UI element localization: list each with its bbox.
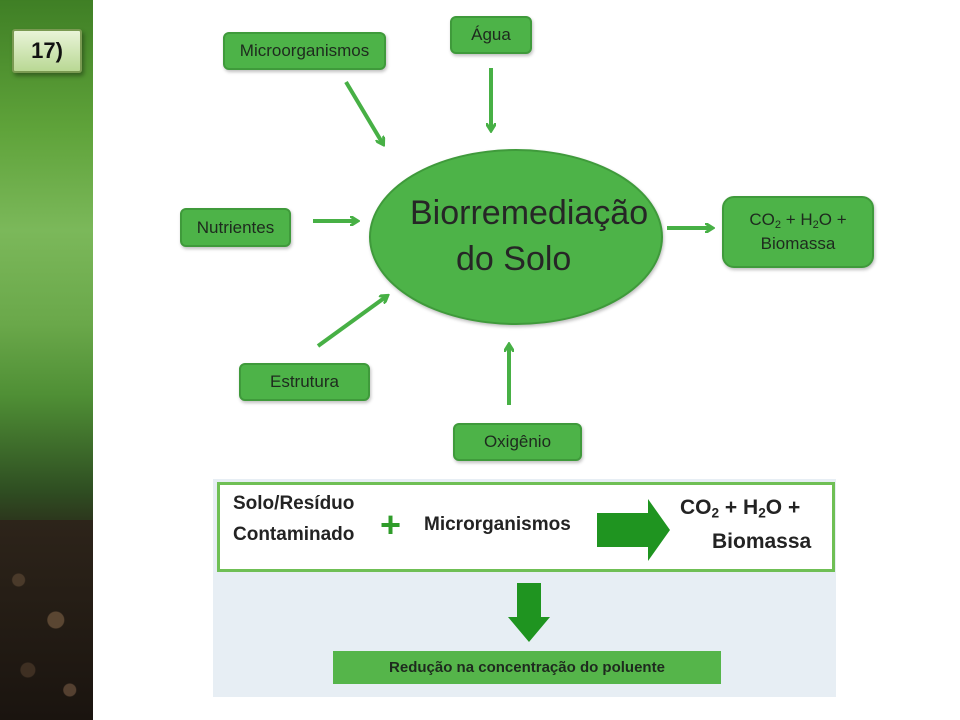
label-agua: Água — [471, 25, 511, 44]
center-title-line2: do Solo — [456, 240, 572, 278]
box-nutrientes: Nutrientes — [180, 208, 291, 247]
output-line1: CO2 + H2O + — [749, 209, 847, 231]
center-ellipse — [369, 149, 663, 325]
slide-number: 17) — [12, 29, 82, 73]
label-oxigenio: Oxigênio — [483, 432, 552, 451]
center-title: Biorremediação do Solo — [410, 190, 650, 282]
box-output: CO2 + H2O + Biomassa — [722, 196, 874, 268]
product-line2: Biomassa — [712, 530, 812, 553]
result-label: Redução na concentração do poluente — [389, 659, 665, 676]
plus-sign: + — [380, 504, 402, 545]
label-nutrientes: Nutrientes — [196, 217, 275, 237]
label-estrutura: Estrutura — [270, 372, 339, 391]
box-microorganismos: Microorganismos — [223, 32, 386, 70]
label-microorganismos: Microorganismos — [239, 41, 370, 60]
reactant-line2: Contaminado — [233, 524, 355, 545]
reactant-line1: Solo/Resíduo — [233, 493, 355, 514]
box-estrutura: Estrutura — [239, 363, 370, 401]
soil-image — [0, 520, 93, 720]
box-agua: Água — [450, 16, 532, 54]
product-line1: CO2 + H2O + — [680, 496, 801, 521]
output-line2: Biomassa — [760, 234, 836, 254]
result-bar: Redução na concentração do poluente — [333, 651, 721, 684]
center-title-line1: Biorremediação — [410, 194, 649, 232]
big-right-arrow — [597, 499, 670, 561]
agent-label: Microrganismos — [424, 514, 571, 535]
arrow-estrutura — [316, 296, 387, 348]
arrow-microorganismos — [344, 80, 383, 144]
box-oxigenio: Oxigênio — [453, 423, 582, 461]
big-down-arrow — [508, 583, 550, 642]
equation-box — [217, 482, 835, 572]
